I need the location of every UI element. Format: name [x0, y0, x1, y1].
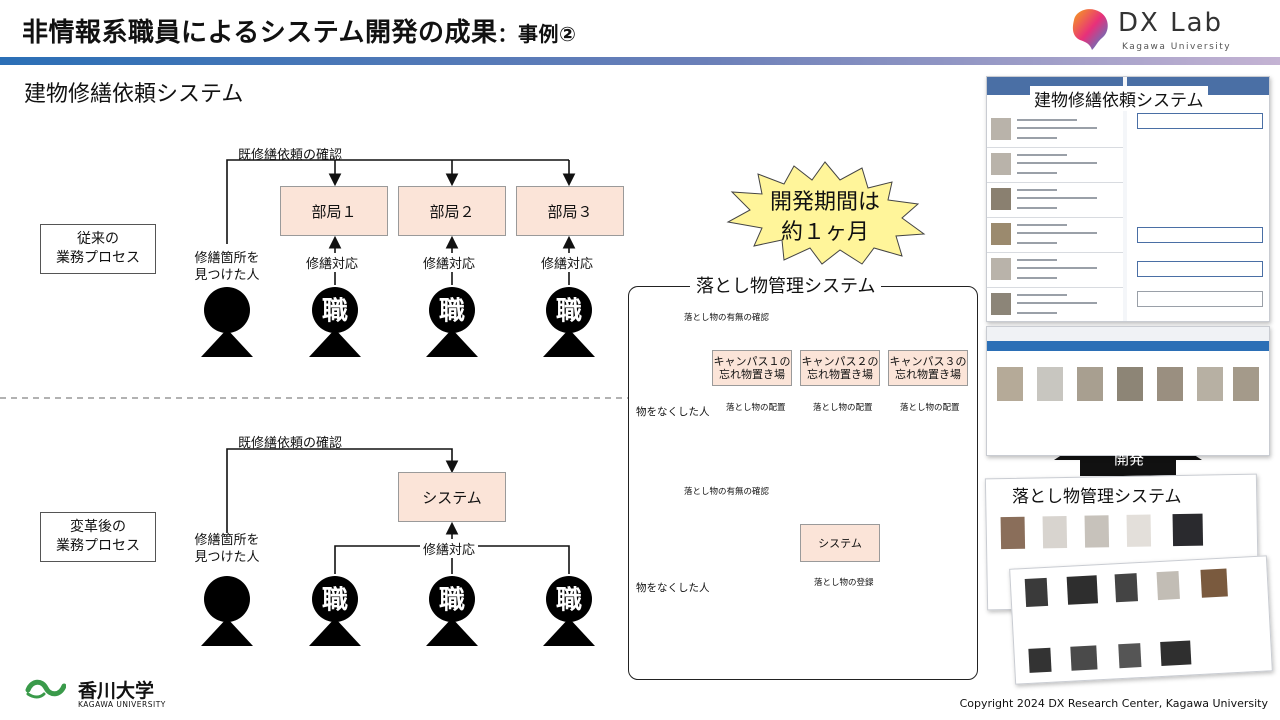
after-finder-label: 修繕箇所を見つけた人	[194, 533, 260, 565]
dx-lab-logo-icon	[1072, 9, 1108, 51]
lost-screenshot-overlay: 落とし物管理システム	[1008, 482, 1186, 507]
burst-shape	[726, 161, 926, 265]
page-title: 非情報系職員によるシステム開発の成果：事例②	[22, 18, 577, 48]
after-system-box: システム	[398, 472, 506, 522]
copyright: Copyright 2024 DX Research Center, Kagaw…	[959, 697, 1268, 710]
before-check-label: 既修繕依頼の確認	[238, 148, 343, 163]
dept-box-2: 部局２	[398, 186, 506, 236]
dept-box-3: 部局３	[516, 186, 624, 236]
staff-glyph: 職	[556, 586, 582, 616]
staff-person-before-2: 職	[426, 287, 478, 357]
lost-system-panel	[628, 286, 978, 680]
derived-label: 派生開発	[1113, 432, 1144, 468]
catalog-screenshot	[986, 326, 1270, 456]
staff-person-after-1: 職	[309, 576, 361, 646]
dept-box-1: 部局１	[280, 186, 388, 236]
place-label-2: 落とし物の配置	[813, 401, 873, 413]
after-repair-label: 修繕対応	[420, 539, 479, 558]
finder-person-before	[201, 287, 253, 357]
dx-lab-logo: DX Lab Kagawa University	[1068, 6, 1258, 56]
campus-box-2: キャンパス２の忘れ物置き場	[800, 350, 880, 386]
lost-check-label-bottom: 落とし物の有無の確認	[684, 487, 770, 497]
staff-person-after-2: 職	[426, 576, 478, 646]
dx-lab-name: DX Lab	[1118, 8, 1224, 38]
section-title: 建物修繕依頼システム	[24, 82, 244, 107]
campus-box-1: キャンパス１の忘れ物置き場	[712, 350, 792, 386]
register-label: 落とし物の登録	[812, 576, 876, 588]
repair-system-screenshot	[986, 76, 1270, 322]
header-bar	[0, 57, 1280, 65]
before-process-label: 従来の業務プロセス	[40, 224, 156, 274]
staff-glyph: 職	[322, 586, 348, 616]
place-label-3: 落とし物の配置	[900, 401, 960, 413]
lost-system-title: 落とし物管理システム	[690, 272, 882, 298]
staff-person-before-3: 職	[543, 287, 595, 357]
repair-screenshot-overlay: 建物修繕依頼システム	[1030, 86, 1208, 111]
staff-glyph: 職	[556, 297, 582, 327]
university-name: 香川大学	[78, 680, 155, 702]
university-logo: 香川大学 KAGAWA UNIVERSITY	[24, 676, 174, 712]
before-repair-label-1: 修繕対応	[306, 253, 359, 272]
campus-box-3: キャンパス３の忘れ物置き場	[888, 350, 968, 386]
before-repair-label-2: 修繕対応	[423, 253, 476, 272]
staff-glyph: 職	[439, 297, 465, 327]
place-label-1: 落とし物の配置	[726, 401, 786, 413]
staff-person-before-1: 職	[309, 287, 361, 357]
lost-screenshot-front	[1009, 555, 1273, 685]
after-process-label: 変革後の業務プロセス	[40, 512, 156, 562]
before-finder-label: 修繕箇所を見つけた人	[182, 250, 272, 284]
dx-lab-sub: Kagawa University	[1122, 42, 1232, 52]
lost-check-label-top: 落とし物の有無の確認	[684, 313, 770, 323]
loser-label-bottom: 物をなくした人	[636, 580, 710, 595]
lost-system-box: システム	[800, 524, 880, 562]
after-check-label: 既修繕依頼の確認	[238, 436, 343, 451]
loser-label-top: 物をなくした人	[636, 404, 710, 419]
burst-text: 開発期間は約１ヶ月	[769, 190, 880, 245]
staff-person-after-3: 職	[543, 576, 595, 646]
staff-glyph: 職	[439, 586, 465, 616]
before-repair-label-3: 修繕対応	[541, 253, 594, 272]
university-logo-icon	[25, 679, 67, 699]
staff-glyph: 職	[322, 297, 348, 327]
university-sub: KAGAWA UNIVERSITY	[78, 700, 166, 709]
finder-person-after	[201, 576, 253, 646]
